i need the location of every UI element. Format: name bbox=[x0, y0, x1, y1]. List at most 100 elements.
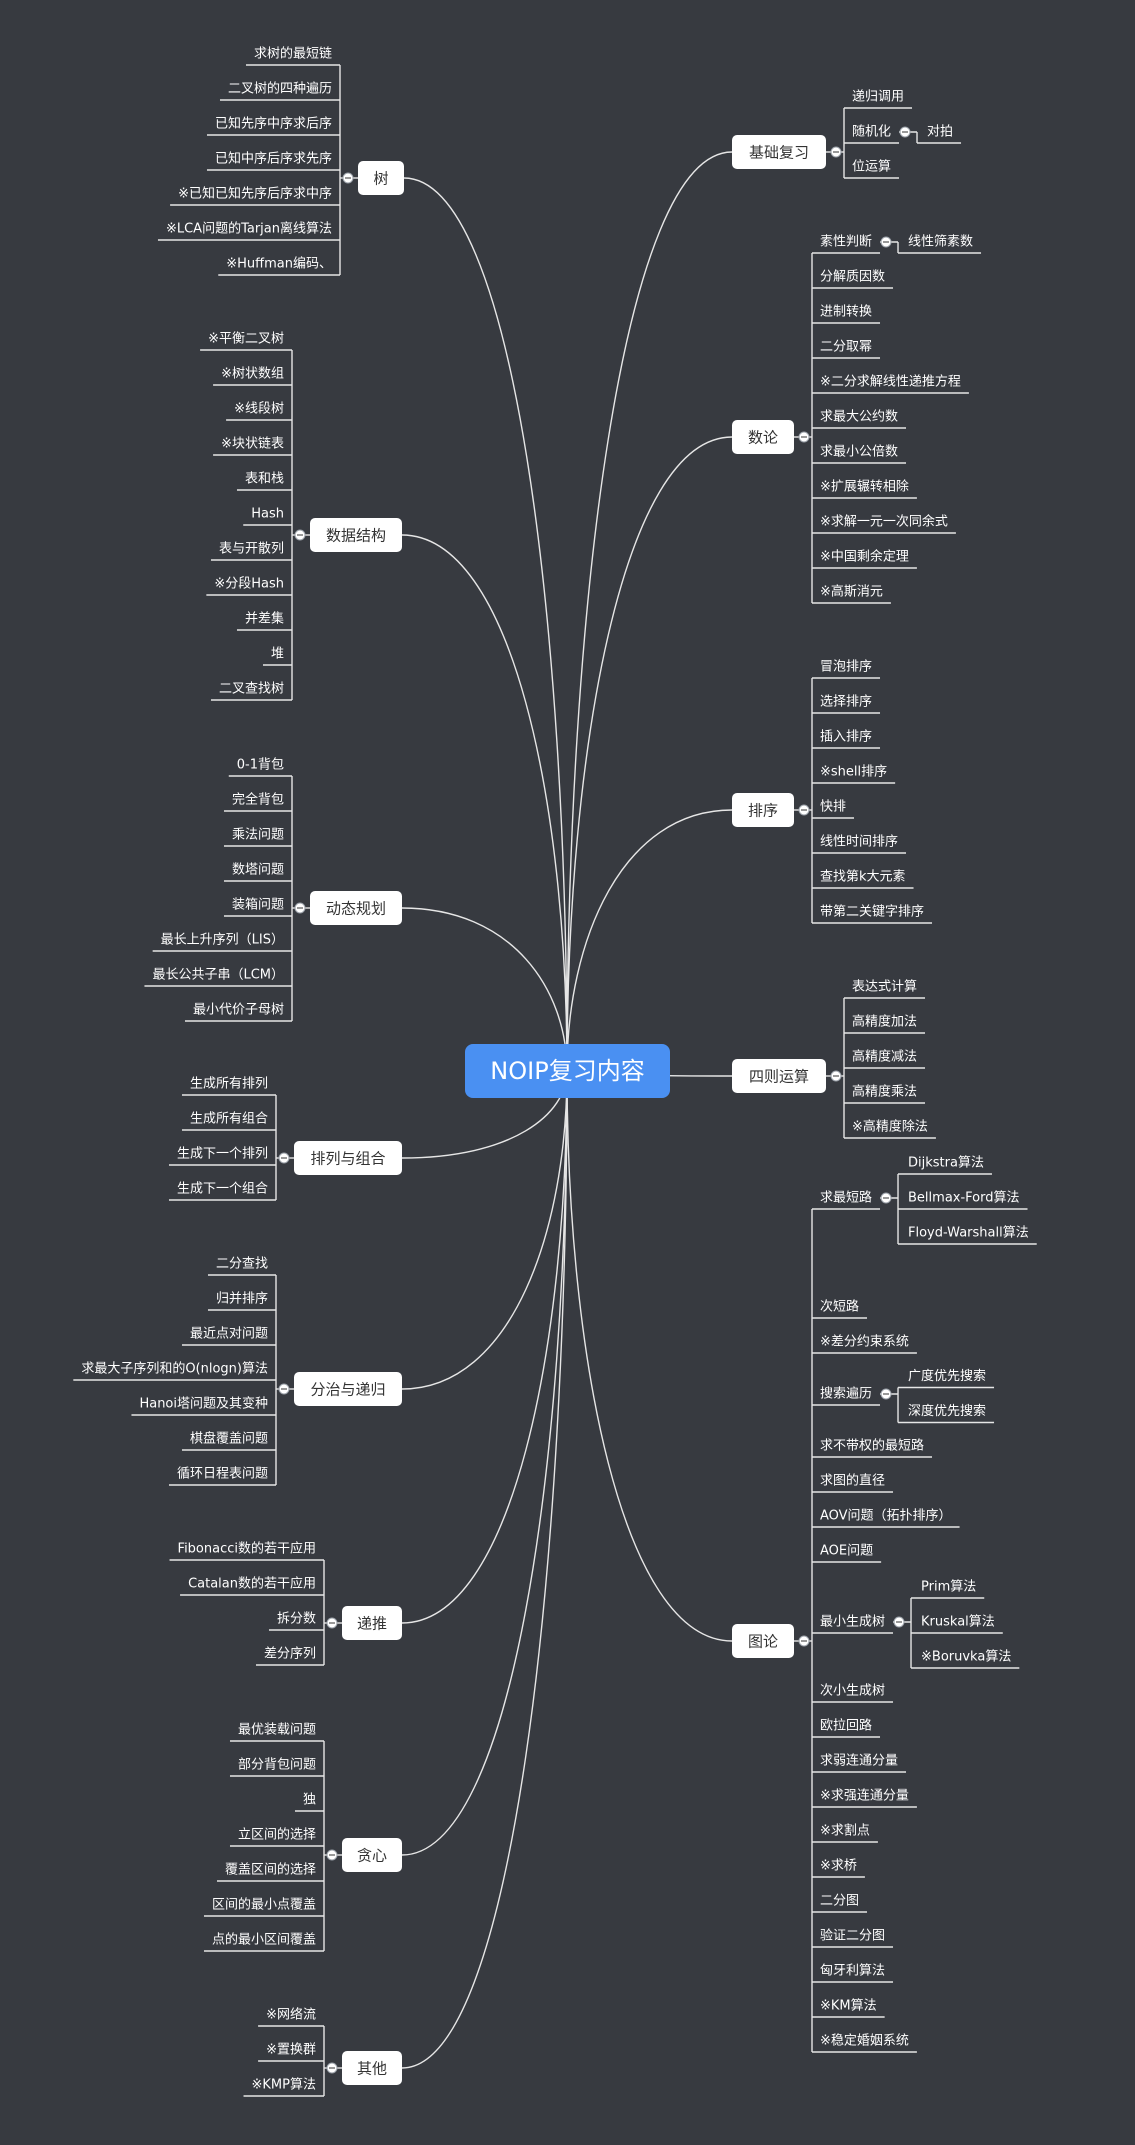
leaf-tree-3: 已知中序后序求先序 bbox=[215, 151, 332, 167]
branch-sort[interactable] bbox=[732, 793, 794, 827]
branch-rec[interactable] bbox=[342, 1606, 402, 1640]
leaf-tree-1: 二叉树的四种遍历 bbox=[228, 81, 332, 97]
edge-tree bbox=[403, 177, 568, 1072]
edge-greedy bbox=[401, 1070, 568, 1856]
branch-other[interactable] bbox=[342, 2051, 402, 2085]
leaf-sort-6: 查找第k大元素 bbox=[820, 870, 906, 885]
leaf-dp-3: 数塔问题 bbox=[232, 863, 284, 878]
edge-other bbox=[401, 1070, 568, 2069]
leaf-dp-5: 最长上升序列（LIS） bbox=[161, 933, 284, 948]
branch-tree[interactable] bbox=[358, 161, 404, 195]
leaf-nt-8: ※求解一元一次同余式 bbox=[820, 514, 948, 530]
mindmap-nodes: NOIP复习内容树求树的最短链二叉树的四种遍历已知先序中序求后序已知中序后序求先… bbox=[81, 46, 1028, 2093]
edge-basic bbox=[566, 151, 733, 1072]
leaf-dc-5: 棋盘覆盖问题 bbox=[190, 1431, 268, 1447]
branch-ds-label: 数据结构 bbox=[326, 527, 386, 545]
leaf-graph-19: ※稳定婚姻系统 bbox=[820, 2033, 909, 2049]
branch-dc[interactable] bbox=[294, 1372, 402, 1406]
branch-perm-label: 排列与组合 bbox=[310, 1150, 385, 1168]
leaf-dc-4: Hanoi塔问题及其变种 bbox=[139, 1396, 268, 1412]
leaf-graph-8: 最小生成树 bbox=[820, 1615, 885, 1630]
leaf-graph-18: ※KM算法 bbox=[820, 1999, 877, 2014]
leaf-rec-0: Fibonacci数的若干应用 bbox=[178, 1541, 316, 1557]
leaf-ds-4: 表和栈 bbox=[245, 472, 284, 487]
leaf-other-2: ※KMP算法 bbox=[252, 2078, 316, 2093]
leaf-rec-3: 差分序列 bbox=[264, 1647, 316, 1662]
leaf-graph-4: 求不带权的最短路 bbox=[820, 1438, 924, 1454]
leaf-arith-4: ※高精度除法 bbox=[852, 1119, 928, 1135]
leaf-basic-2: 位运算 bbox=[852, 160, 891, 175]
leaf-arith-3: 高精度乘法 bbox=[852, 1084, 917, 1100]
branch-dp-label: 动态规划 bbox=[326, 900, 386, 918]
leaf-nt-5: 求最大公约数 bbox=[820, 410, 898, 425]
leaf-nt-0-child-0: 线性筛素数 bbox=[908, 235, 973, 250]
leaf-greedy-6: 点的最小区间覆盖 bbox=[212, 1932, 316, 1948]
leaf-graph-7: AOE问题 bbox=[820, 1544, 873, 1559]
leaf-graph-10: 欧拉回路 bbox=[820, 1718, 872, 1734]
leaf-dp-0: 0-1背包 bbox=[237, 758, 284, 773]
branch-dc-label: 分治与递归 bbox=[310, 1381, 385, 1399]
branch-graph[interactable] bbox=[732, 1624, 794, 1658]
leaf-dc-6: 循环日程表问题 bbox=[177, 1467, 268, 1482]
leaf-greedy-3: 立区间的选择 bbox=[238, 1827, 316, 1843]
leaf-sort-5: 线性时间排序 bbox=[820, 835, 898, 850]
branch-graph-label: 图论 bbox=[748, 1633, 778, 1651]
leaf-graph-8-child-2: ※Boruvka算法 bbox=[921, 1650, 1011, 1665]
leaf-dp-6: 最长公共子串（LCM） bbox=[152, 968, 284, 983]
leaf-perm-2: 生成下一个排列 bbox=[177, 1147, 268, 1162]
branch-dp[interactable] bbox=[310, 891, 402, 925]
leaf-graph-1: 次短路 bbox=[820, 1299, 859, 1315]
leaf-dc-0: 二分查找 bbox=[216, 1257, 268, 1272]
leaf-graph-14: ※求桥 bbox=[820, 1859, 857, 1874]
leaf-ds-3: ※块状链表 bbox=[221, 437, 284, 452]
leaf-sort-2: 插入排序 bbox=[820, 730, 872, 745]
branch-arith[interactable] bbox=[732, 1059, 826, 1093]
leaf-graph-3: 搜索遍历 bbox=[820, 1386, 872, 1402]
leaf-ds-5: Hash bbox=[251, 507, 284, 522]
leaf-graph-0: 求最短路 bbox=[820, 1190, 872, 1206]
leaf-nt-4: ※二分求解线性递推方程 bbox=[820, 374, 961, 390]
leaf-rec-1: Catalan数的若干应用 bbox=[188, 1576, 316, 1592]
leaf-ds-9: 堆 bbox=[271, 647, 284, 662]
branch-basic[interactable] bbox=[732, 135, 826, 169]
branch-perm[interactable] bbox=[294, 1141, 402, 1175]
branch-rec-label: 递推 bbox=[357, 1615, 387, 1633]
leaf-nt-1: 分解质因数 bbox=[820, 270, 885, 285]
branch-nt[interactable] bbox=[732, 420, 794, 454]
branch-basic-label: 基础复习 bbox=[749, 144, 809, 162]
center-node[interactable] bbox=[465, 1044, 670, 1098]
leaf-nt-7: ※扩展辗转相除 bbox=[820, 479, 909, 495]
leaf-ds-0: ※平衡二叉树 bbox=[208, 332, 284, 347]
leaf-perm-0: 生成所有排列 bbox=[190, 1077, 268, 1092]
leaf-graph-9: 次小生成树 bbox=[820, 1683, 885, 1699]
leaf-greedy-1: 部分背包问题 bbox=[238, 1758, 316, 1773]
edge-sort bbox=[566, 809, 733, 1072]
leaf-arith-1: 高精度加法 bbox=[852, 1014, 917, 1030]
leaf-ds-8: 并差集 bbox=[245, 611, 284, 627]
leaf-greedy-4: 覆盖区间的选择 bbox=[225, 1862, 316, 1878]
leaf-dc-3: 求最大子序列和的O(nlogn)算法 bbox=[81, 1361, 268, 1377]
leaf-dp-4: 装箱问题 bbox=[232, 897, 284, 913]
leaf-arith-0: 表达式计算 bbox=[852, 980, 917, 995]
leaf-rec-2: 拆分数 bbox=[277, 1612, 316, 1627]
leaf-sort-7: 带第二关键字排序 bbox=[820, 905, 924, 920]
leaf-nt-10: ※高斯消元 bbox=[820, 584, 883, 600]
leaf-basic-1-child-0: 对拍 bbox=[927, 125, 953, 140]
branch-ds[interactable] bbox=[310, 518, 402, 552]
leaf-graph-8-child-1: Kruskal算法 bbox=[921, 1615, 995, 1630]
leaf-basic-1: 随机化 bbox=[852, 125, 891, 140]
leaf-sort-3: ※shell排序 bbox=[820, 765, 887, 780]
edge-nt bbox=[566, 436, 733, 1072]
leaf-graph-17: 匈牙利算法 bbox=[820, 1964, 885, 1979]
leaf-dp-1: 完全背包 bbox=[232, 792, 284, 808]
branch-sort-label: 排序 bbox=[748, 802, 778, 820]
leaf-graph-6: AOV问题（拓扑排序） bbox=[820, 1509, 952, 1524]
leaf-tree-4: ※已知已知先序后序求中序 bbox=[178, 186, 332, 202]
leaf-ds-2: ※线段树 bbox=[234, 402, 284, 417]
edge-rec bbox=[401, 1070, 568, 1624]
branch-greedy-label: 贪心 bbox=[357, 1847, 387, 1865]
leaf-graph-0-child-2: Floyd-Warshall算法 bbox=[908, 1226, 1029, 1241]
branch-greedy[interactable] bbox=[342, 1838, 402, 1872]
leaf-basic-0: 递归调用 bbox=[852, 90, 904, 105]
leaf-ds-7: ※分段Hash bbox=[214, 577, 284, 592]
